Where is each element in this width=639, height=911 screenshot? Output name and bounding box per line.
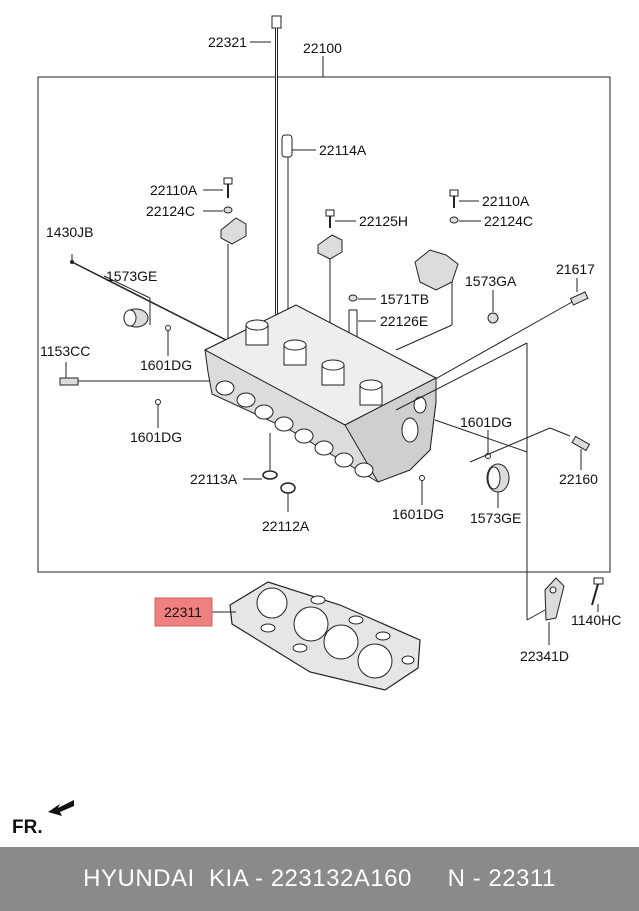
cam-bracket-right[interactable] — [414, 249, 459, 291]
label-22311: 22311 — [164, 604, 202, 620]
front-arrow-icon — [48, 800, 74, 816]
label-1573GE-top: 1573GE — [106, 268, 157, 284]
cylinder-head-parts-diagram: 22321 22100 22114A 22110A 22124C 22110A … — [12, 15, 621, 838]
bolt-1140HC[interactable] — [591, 577, 604, 606]
label-22126E: 22126E — [380, 313, 428, 329]
washer-22124C-right[interactable] — [449, 216, 459, 224]
part-number-footer: HYUNDAI KIA - 223132A160 N - 22311 — [0, 847, 639, 911]
bolt-22110A-right[interactable] — [449, 189, 459, 208]
cam-cap-center[interactable] — [317, 234, 343, 260]
label-21617: 21617 — [556, 261, 595, 277]
label-1573GE-bottom: 1573GE — [470, 510, 521, 526]
front-marker: FR. — [12, 817, 43, 838]
oring-22113A[interactable] — [262, 470, 278, 480]
highlight-22311 — [154, 597, 213, 627]
label-1601DG-d: 1601DG — [392, 506, 444, 522]
oring-22112A[interactable] — [280, 482, 296, 494]
label-1571TB: 1571TB — [380, 291, 429, 307]
label-22124C-left: 22124C — [146, 203, 195, 219]
label-22110A-left: 22110A — [150, 182, 198, 198]
label-1430JB: 1430JB — [46, 224, 93, 240]
label-22114A: 22114A — [319, 142, 367, 158]
plug-1573GE-bottom[interactable] — [486, 463, 510, 493]
head-bolt-22321[interactable] — [271, 15, 282, 330]
plug-1573GE-top[interactable] — [123, 308, 149, 328]
label-1153CC: 1153CC — [40, 343, 90, 359]
bracket-22341D[interactable] — [544, 577, 565, 621]
label-22160: 22160 — [559, 471, 598, 487]
label-22112A: 22112A — [262, 518, 310, 534]
pin-1601DG-d[interactable] — [419, 475, 425, 481]
plug-1573GA[interactable] — [487, 312, 499, 324]
cylinder-head-22100[interactable] — [203, 304, 438, 483]
label-1573GA: 1573GA — [465, 273, 517, 289]
label-22100: 22100 — [303, 40, 342, 56]
label-1601DG-b: 1601DG — [130, 429, 182, 445]
stud-1153CC[interactable] — [59, 377, 79, 386]
label-22110A-right: 22110A — [482, 193, 530, 209]
cam-cap-left[interactable] — [220, 217, 247, 245]
pin-1601DG-b[interactable] — [155, 399, 161, 405]
rod-1430JB[interactable] — [71, 261, 231, 343]
label-22113A: 22113A — [190, 471, 238, 487]
label-22321: 22321 — [208, 34, 247, 50]
label-22125H: 22125H — [359, 213, 408, 229]
label-1601DG-a: 1601DG — [140, 357, 192, 373]
label-1140HC: 1140HC — [571, 612, 621, 628]
bolt-22110A-left[interactable] — [223, 177, 233, 198]
label-22341D: 22341D — [520, 648, 569, 664]
head-gasket-22311[interactable] — [229, 581, 421, 691]
label-22124C-right: 22124C — [484, 213, 533, 229]
assembly-frame — [37, 76, 611, 573]
bolt-22125H[interactable] — [325, 209, 335, 228]
dowel-22114A[interactable] — [281, 134, 293, 158]
stud-22160[interactable] — [571, 435, 591, 452]
washer-22124C-left[interactable] — [223, 206, 233, 214]
seal-1571TB[interactable] — [348, 294, 358, 302]
stud-21617[interactable] — [569, 291, 589, 306]
footer-text: HYUNDAI KIA - 223132A160 N - 22311 — [83, 865, 556, 892]
pin-1601DG-a[interactable] — [165, 325, 171, 331]
label-1601DG-c: 1601DG — [460, 414, 512, 430]
